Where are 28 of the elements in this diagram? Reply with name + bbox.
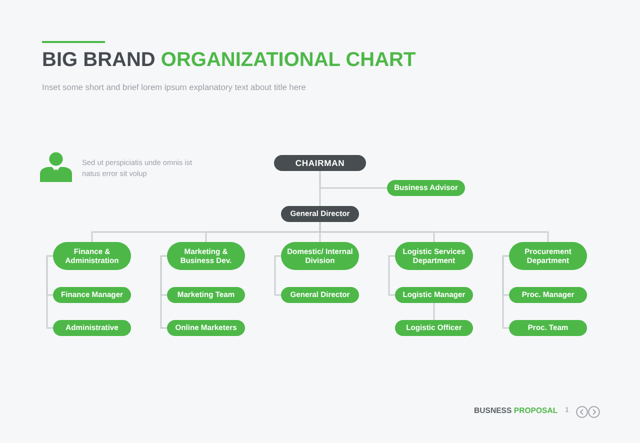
role-pill bbox=[509, 287, 587, 303]
role-pill bbox=[167, 320, 245, 336]
role-pill bbox=[395, 242, 473, 270]
title: BIG BRAND ORGANIZATIONAL CHART bbox=[42, 49, 416, 72]
role-pill bbox=[387, 180, 465, 196]
subtitle: Inset some short and brief lorem ipsum explanatory text about title here bbox=[42, 82, 306, 92]
connector-line bbox=[274, 255, 281, 296]
connector-line bbox=[46, 255, 53, 329]
connector-line bbox=[319, 171, 387, 189]
role-pill-dark bbox=[281, 206, 359, 222]
role-pill bbox=[53, 320, 131, 336]
role-pill bbox=[281, 242, 359, 270]
role-pill bbox=[53, 287, 131, 303]
role-pill bbox=[167, 287, 245, 303]
role-pill bbox=[395, 320, 473, 336]
role-pill bbox=[395, 287, 473, 303]
role-pill bbox=[281, 287, 359, 303]
role-pill bbox=[509, 242, 587, 270]
connector-line bbox=[433, 303, 435, 320]
role-pill bbox=[509, 320, 587, 336]
connector-line bbox=[160, 255, 167, 329]
role-pill-dark bbox=[274, 155, 366, 171]
role-pill bbox=[53, 242, 131, 270]
role-pill bbox=[167, 242, 245, 270]
role-title: CHAIRMAN bbox=[295, 158, 345, 168]
connector-line bbox=[502, 255, 509, 329]
connector-line bbox=[388, 255, 395, 296]
connector-line bbox=[319, 222, 549, 242]
